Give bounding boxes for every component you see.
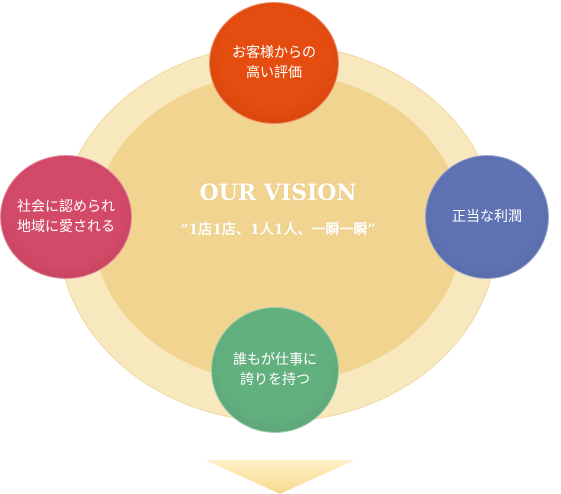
customer-evaluation-circle: お客様からの 高い評価 xyxy=(209,2,339,124)
social-recognition-circle: 社会に認められ 地域に愛される xyxy=(0,155,132,279)
social-recognition-line-1: 社会に認められ xyxy=(17,199,115,215)
work-pride-text: 誰もが仕事に 誇りを持つ xyxy=(212,350,338,390)
down-arrow-icon xyxy=(205,460,355,494)
work-pride-line-2: 誇りを持つ xyxy=(240,372,310,388)
customer-evaluation-line-2: 高い評価 xyxy=(246,65,302,81)
fair-profit-line-1: 正当な利潤 xyxy=(452,209,522,225)
work-pride-line-1: 誰もが仕事に xyxy=(233,352,317,368)
customer-evaluation-text: お客様からの 高い評価 xyxy=(210,43,338,83)
social-recognition-line-2: 地域に愛される xyxy=(17,219,115,235)
vision-title: OUR VISION xyxy=(199,180,357,206)
social-recognition-text: 社会に認められ 地域に愛される xyxy=(1,197,131,237)
work-pride-circle: 誰もが仕事に 誇りを持つ xyxy=(211,307,339,433)
customer-evaluation-line-1: お客様からの xyxy=(232,45,316,61)
fair-profit-text: 正当な利潤 xyxy=(426,207,548,227)
vision-motto: “1店1店、1人1人、一瞬一瞬” xyxy=(180,222,376,238)
fair-profit-circle: 正当な利潤 xyxy=(425,155,549,279)
